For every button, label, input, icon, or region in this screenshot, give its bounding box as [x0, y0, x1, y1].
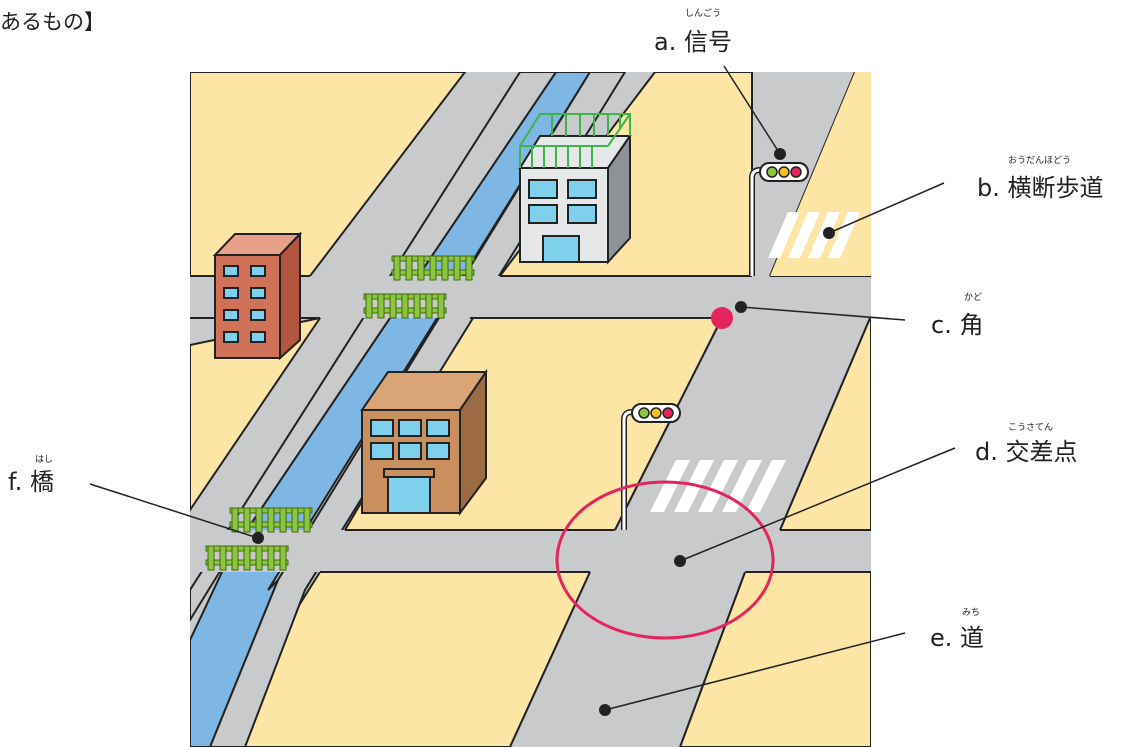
leader-dot-b	[823, 227, 835, 239]
intersection-highlight-ellipse	[555, 480, 775, 640]
label-b-furigana: おうだんほどう	[1008, 155, 1071, 166]
label-e-furigana: みち	[962, 607, 980, 618]
corner-highlight	[711, 307, 733, 329]
map-area	[190, 72, 871, 747]
label-d: d. 交差点	[975, 438, 1078, 466]
river-right-road	[208, 72, 627, 747]
label-c-furigana: かど	[964, 292, 982, 303]
label-a: a. 信号	[654, 28, 732, 56]
label-f-furigana: はし	[35, 454, 53, 465]
label-f: f. 橋	[8, 468, 54, 496]
leader-dot-f	[252, 532, 264, 544]
leader-dot-d	[674, 555, 686, 567]
leader-dot-e	[599, 704, 611, 716]
main-diagonal-road	[510, 318, 870, 747]
building-brown	[360, 368, 488, 517]
leader-lines	[89, 65, 956, 711]
label-d-furigana: こうさてん	[1008, 422, 1053, 433]
label-b: b. 横断歩道	[977, 174, 1104, 202]
header-text: あるもの】	[0, 10, 105, 34]
river-left-road	[190, 72, 558, 622]
leader-dot-a	[774, 148, 786, 160]
label-c: c. 角	[931, 311, 983, 339]
leader-dots	[252, 148, 835, 716]
building-red	[212, 231, 303, 361]
label-a-furigana: しんごう	[685, 7, 721, 19]
building-white	[518, 113, 632, 265]
upper-horizontal-road	[190, 276, 871, 318]
traffic-signal-lower	[621, 403, 681, 530]
label-e: e. 道	[930, 624, 984, 652]
traffic-signal-upper	[749, 162, 809, 276]
river	[190, 72, 592, 747]
leader-dot-c	[735, 301, 747, 313]
